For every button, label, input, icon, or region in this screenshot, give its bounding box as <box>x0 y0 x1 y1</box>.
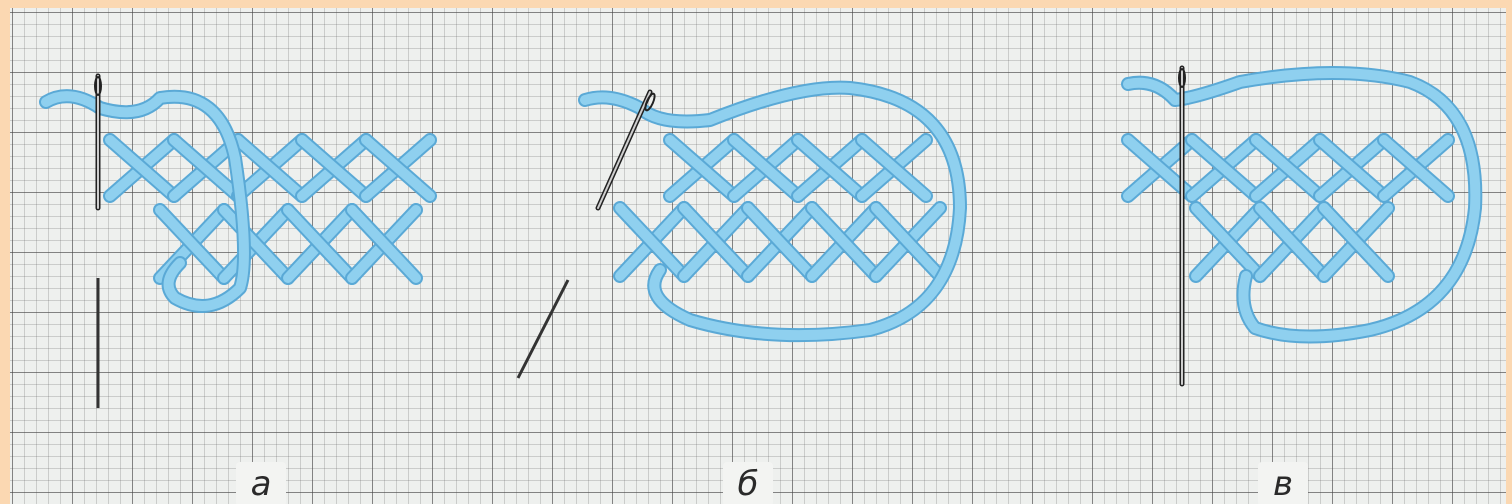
cross-stitch-icon <box>876 208 940 276</box>
thread-loop-icon <box>585 88 960 336</box>
panel-label-b: б <box>723 462 773 504</box>
needle-icon <box>95 76 101 208</box>
cross-stitch-icon <box>684 208 748 276</box>
panel-label-v: в <box>1258 462 1308 504</box>
panel-label-a: а <box>236 462 286 504</box>
cross-stitch-icon <box>288 210 352 278</box>
cross-stitch-icon <box>110 140 174 196</box>
cross-stitch-icon <box>1192 140 1256 196</box>
grid-paper: а б в <box>10 8 1506 504</box>
cross-stitch-icon <box>862 140 926 196</box>
cross-stitch-illustration <box>10 8 1506 504</box>
cross-stitch-icon <box>748 208 812 276</box>
cross-stitch-icon <box>734 140 798 196</box>
panel-a <box>46 76 430 408</box>
thread-loop-icon-shadow <box>585 88 960 336</box>
cross-stitch-icon <box>798 140 862 196</box>
cross-stitch-icon <box>224 210 288 278</box>
cross-stitch-icon <box>1260 208 1324 276</box>
cross-stitch-icon <box>1384 140 1448 196</box>
panel-b <box>518 88 960 378</box>
cross-stitch-icon <box>812 208 876 276</box>
cross-stitch-icon <box>620 208 684 276</box>
needle-icon <box>518 280 568 378</box>
cross-stitch-icon <box>366 140 430 196</box>
cross-stitch-icon <box>1324 208 1388 276</box>
cross-stitch-icon <box>238 140 302 196</box>
cross-stitch-icon <box>670 140 734 196</box>
cross-stitch-icon <box>302 140 366 196</box>
needle-icon <box>1179 68 1185 384</box>
cross-stitch-icon <box>1320 140 1384 196</box>
needle-highlight <box>598 92 650 208</box>
cross-stitch-icon <box>1196 208 1260 276</box>
cross-stitch-icon <box>352 210 416 278</box>
panel-v <box>1128 68 1475 384</box>
cross-stitch-icon <box>1256 140 1320 196</box>
